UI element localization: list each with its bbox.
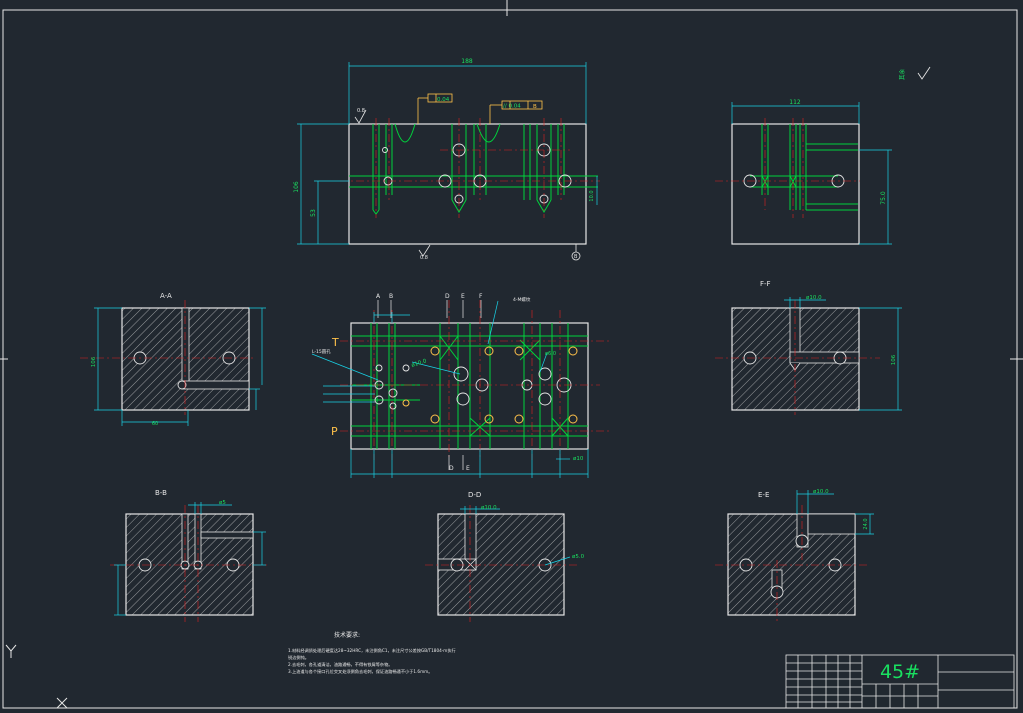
roughness-corner-note: 其余 (898, 68, 906, 80)
bottom-mark-E: E (466, 465, 470, 472)
front-dia-main: ø10.0 (411, 358, 428, 369)
top-width-dim: 188 (461, 58, 473, 65)
section-dd-dia-right: ø5.0 (572, 554, 585, 560)
section-aa-width: 60 (152, 421, 158, 427)
roughness-top: 0.8 (357, 108, 365, 114)
top-view-outline (348, 123, 587, 245)
front-dia-hole: ø10 (573, 456, 584, 462)
top-small-dim: 10.0 (589, 190, 595, 201)
tech-note: 1.材料经调质处理后硬度达28~32HRC，未注倒角C1，未注尺寸公差按GB/T… (288, 648, 456, 653)
section-mark-E: E (461, 293, 465, 300)
label-P: P (331, 425, 338, 438)
side-view: 112 75.0 (715, 99, 892, 245)
section-mark-D: D (445, 293, 450, 300)
section-ee-dia: ø10.0 (813, 489, 829, 495)
section-ff-height: 106 (891, 354, 897, 365)
bottom-mark-D: D (449, 465, 454, 472)
front-dia-small: ø6.0 (545, 351, 556, 357)
section-ee-dim: 24.0 (863, 518, 869, 529)
section-dd-label: D-D (468, 491, 481, 499)
section-aa-height: 106 (91, 356, 97, 367)
section-ff: F-F ø10.0 106 (715, 280, 902, 415)
front-view: T P A B D E F D E ø10.0 ø10 ø6.0 4-M螺纹 L… (311, 293, 610, 478)
top-view: 188 106 53 10.0 0.04 // 0.04 B 0.8 0.8 B (293, 58, 600, 261)
section-dd: D-D ø10.0 ø5.0 (425, 491, 585, 622)
section-mark-B: B (389, 293, 393, 300)
section-dd-dia-top: ø10.0 (481, 505, 497, 511)
parallel-tol: // 0.04 (503, 104, 521, 110)
section-mark-F: F (479, 293, 483, 300)
datum-letter: B (533, 104, 537, 110)
section-ff-dia: ø10.0 (806, 295, 822, 301)
title-block (785, 654, 1015, 709)
datum-bottom-letter: B (574, 254, 578, 260)
label-T: T (331, 336, 339, 349)
side-width-dim: 112 (789, 99, 801, 106)
tech-requirements-title: 技术要求: (334, 632, 361, 639)
front-hole-note: L-15圆孔 (312, 348, 331, 355)
section-ff-label: F-F (760, 280, 771, 288)
section-bb-label: B-B (155, 489, 167, 497)
section-aa: A-A 106 60 (80, 292, 266, 427)
tech-note: 2.去毛刺，各孔道清洁，油路通畅，不得有铁屑等杂物。 (288, 662, 393, 667)
front-thread-note: 4-M螺纹 (513, 296, 531, 303)
roughness-corner-symbol (917, 66, 931, 80)
datum-symbol (571, 244, 581, 261)
roughness-symbol (354, 109, 431, 257)
flatness-tol: 0.04 (437, 97, 450, 103)
top-height-dim: 106 (293, 181, 300, 193)
side-height-dim: 75.0 (880, 191, 887, 205)
tech-requirements: 1.材料经调质处理后硬度达28~32HRC，未注倒角C1，未注尺寸公差按GB/T… (288, 647, 456, 675)
section-ee-label: E-E (758, 491, 769, 499)
section-ee: E-E ø10.0 24.0 (715, 489, 874, 622)
section-aa-label: A-A (160, 292, 172, 300)
section-bb-dia: ø5 (219, 500, 226, 506)
roughness-bottom: 0.8 (420, 255, 428, 261)
title-block-material: 45# (880, 661, 920, 683)
section-bb: B-B ø5 (110, 489, 268, 622)
section-mark-A: A (376, 293, 381, 300)
tech-note: 锐边倒钝。 (288, 655, 309, 660)
top-half-dim: 53 (310, 209, 317, 217)
ucs-icon (5, 644, 68, 709)
tech-note: 3.上油道与各个接口孔位交叉处须倒角去毛刺，保证油路畅通不小于1.6mm。 (288, 669, 433, 674)
